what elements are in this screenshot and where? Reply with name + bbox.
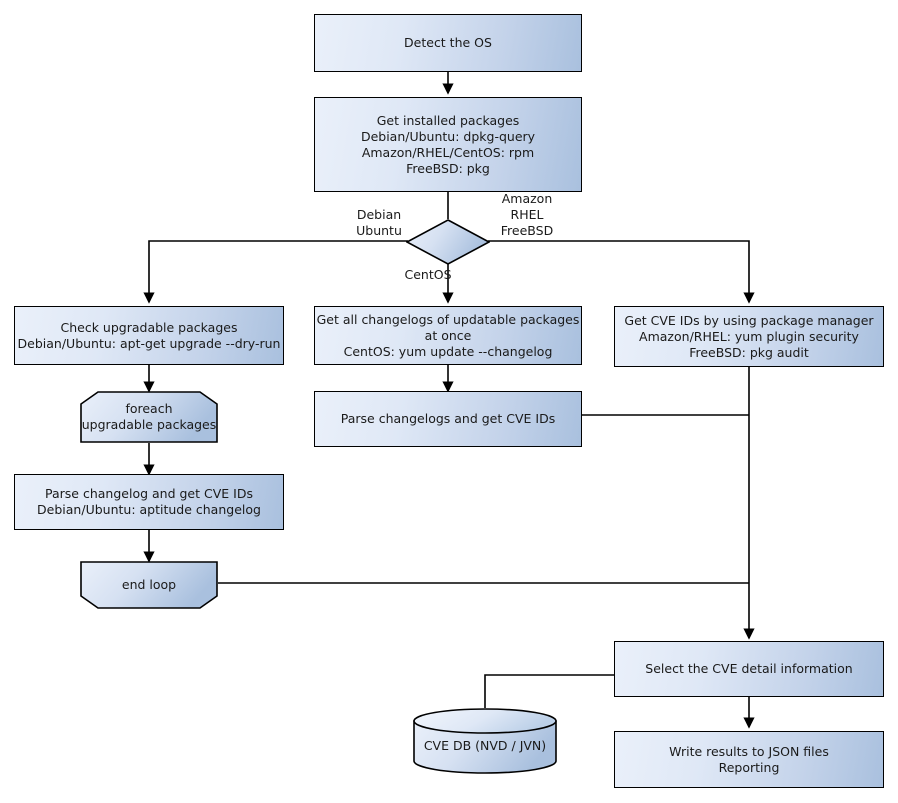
node-get-cve-ids-pkg-manager[interactable]: Get CVE IDs by using package manager Ama… bbox=[614, 306, 884, 367]
node-detect-os-label: Detect the OS bbox=[404, 35, 492, 50]
edge-select-to-db bbox=[484, 674, 614, 708]
node-parse-changelogs-centos-label: Parse changelogs and get CVE IDs bbox=[340, 411, 556, 426]
node-get-cve-ids-pkg-manager-label: Get CVE IDs by using package manager Ama… bbox=[624, 312, 874, 360]
node-detect-os[interactable]: Detect the OS bbox=[314, 14, 582, 72]
node-get-installed-packages[interactable]: Get installed packages Debian/Ubuntu: dp… bbox=[314, 97, 582, 192]
node-get-all-changelogs[interactable]: Get all changelogs of updatable packages… bbox=[314, 306, 582, 365]
edge-decision-debian bbox=[143, 240, 408, 304]
node-select-cve-detail[interactable]: Select the CVE detail information bbox=[614, 641, 884, 697]
node-parse-changelog-debian[interactable]: Parse changelog and get CVE IDs Debian/U… bbox=[14, 474, 284, 530]
node-get-all-changelogs-label: Get all changelogs of updatable packages… bbox=[316, 311, 580, 359]
node-parse-changelog-debian-label: Parse changelog and get CVE IDs Debian/U… bbox=[37, 486, 261, 517]
node-select-cve-detail-label: Select the CVE detail information bbox=[645, 661, 853, 676]
node-cve-db-label: CVE DB (NVD / JVN) bbox=[423, 737, 547, 753]
node-foreach-loop[interactable]: foreach upgradable packages bbox=[80, 391, 218, 443]
node-end-loop[interactable]: end loop bbox=[80, 561, 218, 609]
node-check-upgradable[interactable]: Check upgradable packages Debian/Ubuntu:… bbox=[14, 306, 284, 365]
node-foreach-loop-label: foreach upgradable packages bbox=[81, 401, 217, 432]
node-parse-changelogs-centos[interactable]: Parse changelogs and get CVE IDs bbox=[314, 391, 582, 447]
node-os-decision[interactable] bbox=[405, 219, 491, 265]
node-write-results[interactable]: Write results to JSON files Reporting bbox=[614, 731, 884, 788]
edge-label-amazon-rhel-freebsd: Amazon RHEL FreeBSD bbox=[500, 191, 554, 238]
node-end-loop-label: end loop bbox=[121, 577, 177, 592]
node-check-upgradable-label: Check upgradable packages Debian/Ubuntu:… bbox=[17, 319, 281, 351]
node-write-results-label: Write results to JSON files Reporting bbox=[669, 743, 829, 775]
node-get-installed-packages-label: Get installed packages Debian/Ubuntu: dp… bbox=[360, 112, 536, 176]
edge-label-debian-ubuntu: Debian Ubuntu bbox=[356, 207, 402, 238]
edge-label-centos: CentOS bbox=[404, 267, 452, 282]
edge-decision-amazon bbox=[488, 240, 755, 304]
node-cve-db[interactable]: CVE DB (NVD / JVN) bbox=[413, 708, 557, 774]
